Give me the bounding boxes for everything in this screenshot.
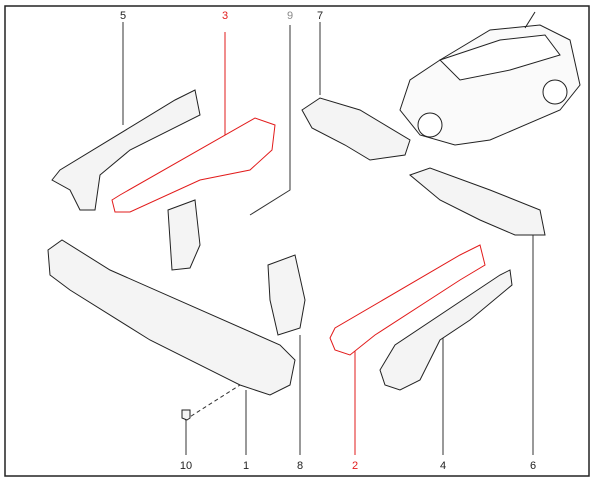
leader-9 — [249, 25, 291, 216]
vehicle-illustration — [399, 11, 581, 146]
part-10-bolt — [181, 409, 191, 421]
part-5-side-member — [51, 89, 201, 211]
callout-7: 7 — [316, 10, 324, 22]
part-2-side-member-highlighted — [329, 244, 486, 356]
part-7-panel — [301, 97, 411, 161]
callout-1: 1 — [242, 460, 250, 472]
part-4-side-member — [379, 269, 513, 391]
callout-3: 3 — [221, 10, 229, 22]
callout-8: 8 — [296, 460, 304, 472]
bolt-axis — [184, 384, 241, 421]
callout-6: 6 — [529, 460, 537, 472]
part-1-bumper-beam — [47, 239, 296, 396]
callout-4: 4 — [439, 460, 447, 472]
part-9-bracket — [167, 199, 201, 271]
part-8-bracket — [267, 254, 306, 336]
callout-2: 2 — [351, 460, 359, 472]
callout-10: 10 — [179, 460, 193, 472]
part-3-side-member-highlighted — [111, 117, 276, 213]
callout-5: 5 — [119, 10, 127, 22]
part-6-panel — [409, 167, 546, 236]
callout-9: 9 — [286, 10, 294, 22]
diagram-frame — [4, 5, 590, 477]
